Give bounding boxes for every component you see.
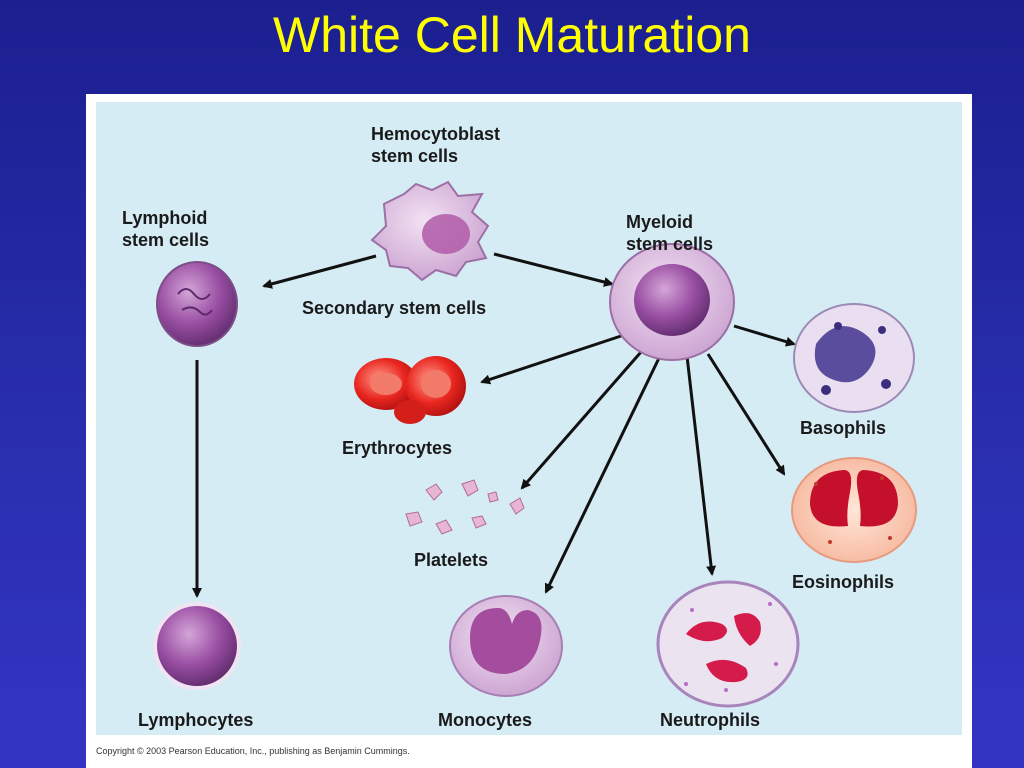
- arrow-to-monocytes: [544, 355, 662, 594]
- lineage-arrows: [192, 252, 796, 598]
- erythrocyte-cells: [354, 356, 466, 424]
- arrow-to-platelets: [520, 351, 643, 490]
- label-hemocytoblast-2: stem cells: [371, 146, 458, 166]
- label-eosinophils: Eosinophils: [792, 572, 894, 592]
- copyright-notice: Copyright © 2003 Pearson Education, Inc.…: [96, 746, 410, 756]
- arrow-to-myeloid: [493, 252, 614, 287]
- label-neutrophils: Neutrophils: [660, 710, 760, 730]
- arrow-to-basophils: [733, 324, 796, 347]
- label-hemocytoblast-1: Hemocytoblast: [371, 124, 500, 144]
- lymphocyte-cell: [153, 602, 241, 690]
- platelet-cells: [405, 479, 525, 535]
- myeloid-stem-cell: [609, 243, 735, 361]
- label-lymphoid-2: stem cells: [122, 230, 209, 250]
- neutrophil-cell: [656, 580, 800, 708]
- label-platelets: Platelets: [414, 550, 488, 570]
- label-myeloid-2: stem cells: [626, 234, 713, 254]
- eosinophil-cell: [791, 457, 917, 563]
- label-monocytes: Monocytes: [438, 710, 532, 730]
- arrow-to-erythrocytes: [480, 334, 622, 385]
- hemocytoblast-cell: [370, 180, 490, 282]
- label-erythrocytes: Erythrocytes: [342, 438, 452, 458]
- label-myeloid-1: Myeloid: [626, 212, 693, 232]
- lymphoid-stem-cell: [156, 261, 238, 347]
- arrow-to-lymphoid: [262, 254, 377, 289]
- arrow-to-eosinophils: [706, 353, 786, 476]
- cell-lineage-diagram: Hemocytoblast stem cells Lymphoid stem c…: [122, 124, 917, 730]
- slide-title: White Cell Maturation: [273, 7, 751, 63]
- monocyte-cell: [449, 595, 563, 697]
- label-secondary-stem-cells: Secondary stem cells: [302, 298, 486, 318]
- arrow-to-neutrophils: [685, 355, 717, 576]
- basophil-cell: [793, 303, 915, 413]
- label-basophils: Basophils: [800, 418, 886, 438]
- label-lymphocytes: Lymphocytes: [138, 710, 253, 730]
- diagram-figure: Hemocytoblast stem cells Lymphoid stem c…: [86, 94, 972, 768]
- label-lymphoid-1: Lymphoid: [122, 208, 207, 228]
